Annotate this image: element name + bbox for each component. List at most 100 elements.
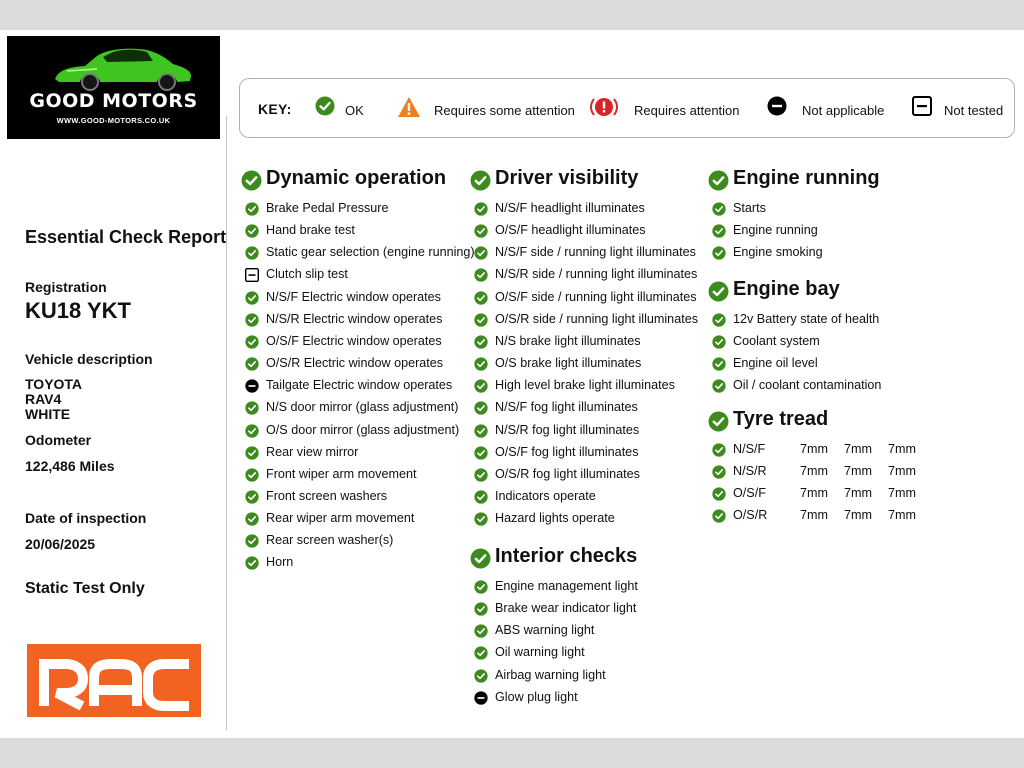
alert-circle-icon: [590, 98, 618, 116]
check-item-label: Brake Pedal Pressure: [266, 201, 389, 215]
key-ok-text: OK: [345, 103, 364, 118]
check-item-label: Glow plug light: [495, 689, 578, 704]
registration-value: KU18 YKT: [25, 298, 131, 323]
check-circle-icon: [474, 268, 488, 283]
tread-depth-reading: 7mm: [844, 508, 872, 523]
check-item-label: High level brake light illuminates: [495, 378, 675, 393]
good-motors-logo: GOOD MOTORS WWW.GOOD-MOTORS.CO.UK: [7, 36, 220, 139]
check-circle-icon: [470, 548, 491, 569]
check-item-label: ABS warning light: [495, 623, 595, 638]
check-circle-icon: [474, 423, 488, 438]
section-title: Engine running: [733, 167, 880, 189]
key-some-attention-text: Requires some attention: [434, 103, 575, 118]
check-circle-icon: [245, 202, 259, 216]
check-circle-icon: [245, 335, 259, 349]
tread-depth-reading: 7mm: [844, 442, 872, 456]
check-item-label: N/S/R fog light illuminates: [495, 422, 640, 437]
key-not-tested-text: Not tested: [944, 103, 1004, 118]
check-item-label: Engine smoking: [733, 245, 823, 260]
check-item-label: O/S/F headlight illuminates: [495, 223, 646, 238]
check-item-label: N/S/F side / running light illuminates: [495, 245, 696, 260]
check-circle-icon: [712, 357, 726, 371]
check-circle-icon: [474, 646, 488, 661]
check-circle-icon: [712, 379, 726, 394]
test-type-label: Static Test Only: [25, 580, 145, 597]
check-circle-icon: [474, 290, 488, 305]
check-item-label: Horn: [266, 555, 294, 570]
check-item-label: O/S/R Electric window operates: [266, 356, 444, 371]
check-circle-icon: [474, 202, 488, 216]
minus-circle-icon: [474, 691, 488, 705]
check-circle-icon: [474, 512, 488, 526]
tread-depth-reading: 7mm: [800, 486, 828, 501]
check-circle-icon: [474, 246, 488, 260]
tread-depth-reading: 7mm: [888, 464, 916, 479]
check-item-label: Engine management light: [495, 579, 638, 593]
check-circle-icon: [241, 170, 262, 191]
odometer-label: Odometer: [25, 432, 92, 448]
check-circle-icon: [315, 96, 335, 116]
check-circle-icon: [474, 445, 488, 460]
section-title: Dynamic operation: [266, 167, 447, 189]
check-item-label: O/S/F fog light illuminates: [495, 444, 639, 459]
check-item-label: N/S/R Electric window operates: [266, 311, 443, 326]
check-circle-icon: [474, 490, 488, 504]
check-item-label: O/S/F side / running light illuminates: [495, 289, 697, 304]
key-not-applicable-text: Not applicable: [802, 103, 885, 118]
check-circle-icon: [245, 534, 259, 548]
rac-logo: [27, 644, 201, 717]
check-circle-icon: [470, 170, 491, 191]
check-circle-icon: [245, 512, 259, 526]
check-circle-icon: [474, 357, 488, 371]
section-title: Engine bay: [733, 278, 840, 300]
check-circle-icon: [474, 379, 488, 393]
check-item-label: Rear wiper arm movement: [266, 511, 415, 526]
check-item-label: Hand brake test: [266, 223, 355, 238]
tread-depth-reading: 7mm: [888, 442, 916, 456]
check-item-label: Front wiper arm movement: [266, 466, 417, 481]
tread-depth-reading: 7mm: [800, 508, 828, 523]
check-item-label: N/S/F fog light illuminates: [495, 400, 638, 415]
tread-depth-reading: 7mm: [888, 486, 916, 501]
check-circle-icon: [712, 246, 726, 260]
check-item-label: O/S/F Electric window operates: [266, 333, 442, 348]
check-circle-icon: [712, 443, 726, 457]
section-title: Interior checks: [495, 545, 638, 567]
check-circle-icon: [712, 202, 726, 216]
check-circle-icon: [474, 668, 488, 683]
check-item-label: Airbag warning light: [495, 667, 606, 682]
check-item-label: 12v Battery state of health: [733, 312, 880, 326]
check-circle-icon: [245, 401, 259, 415]
check-circle-icon: [712, 335, 726, 349]
check-circle-icon: [712, 465, 726, 479]
check-item-label: O/S/R side / running light illuminates: [495, 311, 698, 326]
check-item-label: N/S/F: [733, 442, 766, 456]
logo-url-text: WWW.GOOD-MOTORS.CO.UK: [56, 116, 171, 125]
check-item-label: O/S/F: [733, 486, 766, 501]
key-label: KEY:: [258, 101, 292, 117]
check-item-label: Rear screen washer(s): [266, 533, 394, 548]
check-circle-icon: [245, 423, 259, 438]
car-icon: [55, 48, 191, 91]
check-item-label: Front screen washers: [266, 488, 388, 503]
section-title: Driver visibility: [495, 167, 639, 189]
warning-triangle-icon: [398, 97, 420, 117]
check-circle-icon: [245, 556, 259, 571]
vehicle-make: TOYOTA: [25, 376, 83, 392]
column-divider: [226, 116, 227, 730]
check-item-label: Brake wear indicator light: [495, 601, 637, 616]
check-circle-icon: [712, 509, 726, 524]
check-item-label: N/S/F headlight illuminates: [495, 201, 645, 215]
check-circle-icon: [708, 170, 729, 191]
check-circle-icon: [245, 290, 259, 305]
check-circle-icon: [245, 224, 259, 238]
check-item-label: O/S/R fog light illuminates: [495, 466, 640, 481]
tread-depth-reading: 7mm: [844, 486, 872, 501]
check-circle-icon: [245, 246, 259, 260]
check-circle-icon: [245, 490, 259, 504]
report-page: GOOD MOTORS WWW.GOOD-MOTORS.CO.UK KEY: O…: [0, 30, 1024, 738]
check-item-label: Clutch slip test: [266, 267, 348, 282]
check-circle-icon: [245, 445, 259, 460]
check-item-label: O/S door mirror (glass adjustment): [266, 422, 460, 437]
check-circle-icon: [474, 335, 488, 349]
